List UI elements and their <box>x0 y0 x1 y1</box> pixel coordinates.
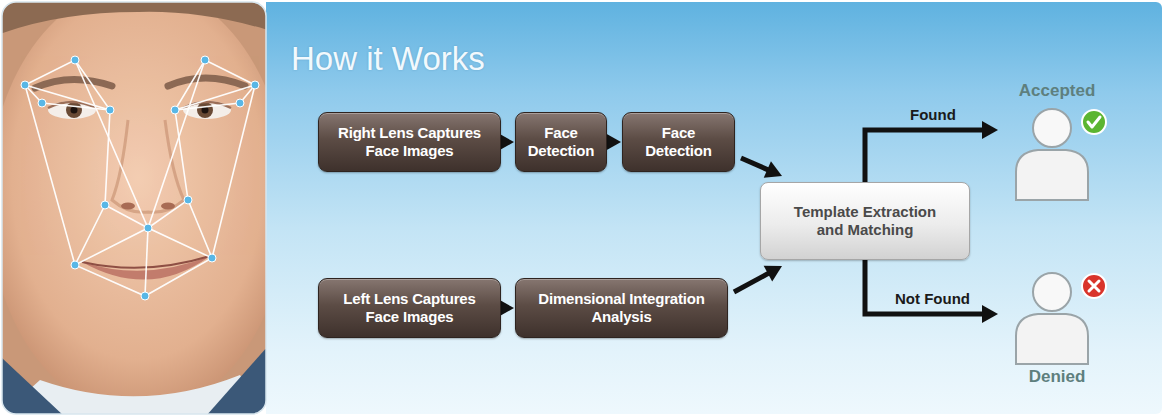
process-label: Left Lens Captures Face Images <box>329 290 490 326</box>
person-icon <box>1002 102 1112 202</box>
arrow-head <box>982 305 998 323</box>
arrow-head <box>764 266 782 282</box>
arrow-line <box>741 158 769 170</box>
process-box: Dimensional Integration Analysis <box>515 278 728 338</box>
process-box: Face Detection <box>515 112 607 172</box>
process-label: Face Detection <box>633 124 724 160</box>
process-box: Right Lens Captures Face Images <box>318 112 501 172</box>
result-person: Denied <box>1000 266 1114 390</box>
matching-box: Template Extraction and Matching <box>760 182 970 260</box>
arrow-head <box>982 121 998 139</box>
arrow-head <box>764 161 782 177</box>
process-label: Template Extraction and Matching <box>779 203 951 239</box>
diagram-title: How it Works <box>291 40 485 78</box>
arrow-line <box>865 130 984 182</box>
arrow-head <box>605 133 621 151</box>
flow-arrow <box>865 121 998 182</box>
process-label: Face Detection <box>526 124 596 160</box>
flow-arrow <box>734 266 782 292</box>
result-label: Denied <box>1029 366 1086 388</box>
process-label: Right Lens Captures Face Images <box>329 124 490 160</box>
flow-arrow <box>865 260 998 323</box>
flow-arrow <box>605 133 621 151</box>
person-icon <box>1002 266 1112 366</box>
process-box: Face Detection <box>622 112 735 172</box>
process-label: Dimensional Integration Analysis <box>526 290 717 326</box>
edge-label: Not Found <box>895 290 970 308</box>
process-box: Left Lens Captures Face Images <box>318 278 501 338</box>
arrow-line <box>865 260 984 314</box>
result-label: Accepted <box>1019 80 1096 102</box>
edge-label: Found <box>910 106 956 124</box>
result-person: Accepted <box>1000 80 1114 204</box>
arrow-line <box>734 273 770 292</box>
flow-arrow <box>741 158 782 178</box>
face-illustration <box>0 0 268 416</box>
